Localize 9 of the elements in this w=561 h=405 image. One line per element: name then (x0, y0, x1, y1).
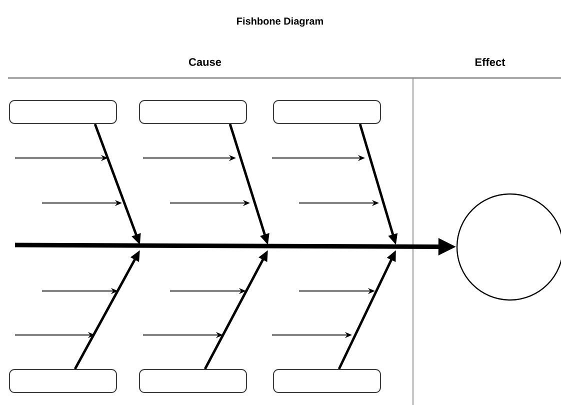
title: Fishbone Diagram (237, 17, 323, 27)
column-heading: Effect (475, 58, 506, 66)
category-box (139, 369, 247, 393)
category-box (273, 100, 381, 124)
category-box (273, 369, 381, 393)
category-box (9, 369, 117, 393)
category-box (139, 100, 247, 124)
column-heading: Cause (188, 58, 222, 66)
category-box (9, 100, 117, 124)
